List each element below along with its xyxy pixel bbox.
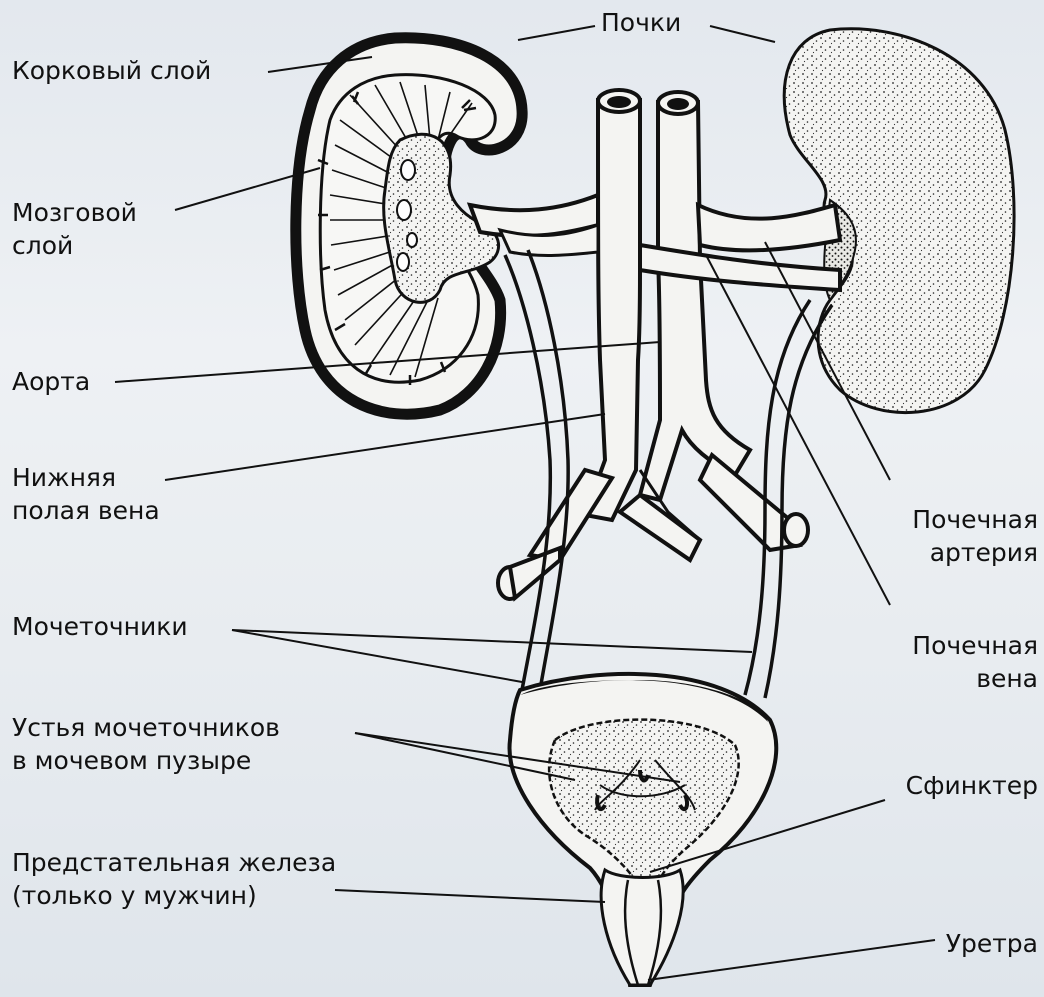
- label-prostate-line1: Предстательная железа: [12, 847, 336, 880]
- label-orifices-line1: Устья мочеточников: [12, 712, 280, 745]
- great-vessels: [498, 90, 808, 599]
- label-ivc: Нижняя полая вена: [12, 462, 160, 527]
- bladder-lining: [549, 720, 739, 890]
- leader-prostate: [335, 890, 605, 902]
- label-medulla: Мозговой слой: [12, 197, 137, 262]
- bladder: [510, 674, 777, 985]
- label-medulla-line1: Мозговой: [12, 197, 137, 230]
- leader-urethra: [648, 940, 935, 980]
- label-renal-artery: Почечная артерия: [912, 504, 1038, 569]
- label-renal-artery-line1: Почечная: [912, 504, 1038, 537]
- aorta: [640, 102, 750, 500]
- label-aorta: Аорта: [12, 366, 90, 399]
- label-renal-artery-line2: артерия: [912, 537, 1038, 570]
- label-cortex: Корковый слой: [12, 55, 211, 88]
- prostate: [601, 870, 683, 985]
- label-kidneys: Почки: [601, 7, 681, 40]
- label-prostate: Предстательная железа (только у мужчин): [12, 847, 336, 912]
- label-renal-vein-line1: Почечная: [912, 630, 1038, 663]
- leader-ureters-1: [232, 630, 522, 682]
- label-orifices-line2: в мочевом пузыре: [12, 745, 280, 778]
- inferior-vena-cava: [585, 100, 640, 520]
- leader-ivc: [165, 414, 605, 480]
- label-renal-vein: Почечная вена: [912, 630, 1038, 695]
- label-renal-vein-line2: вена: [912, 663, 1038, 696]
- label-prostate-line2: (только у мужчин): [12, 880, 336, 913]
- label-ivc-line1: Нижняя: [12, 462, 160, 495]
- leader-ureters-2: [232, 630, 752, 652]
- label-urethra: Уретра: [946, 928, 1038, 961]
- label-medulla-line2: слой: [12, 230, 137, 263]
- label-ivc-line2: полая вена: [12, 495, 160, 528]
- label-ureters: Мочеточники: [12, 611, 188, 644]
- leader-kidneys-left: [518, 26, 595, 40]
- label-sphincter: Сфинктер: [906, 770, 1038, 803]
- leader-kidneys-right: [710, 26, 775, 42]
- label-orifices: Устья мочеточников в мочевом пузыре: [12, 712, 280, 777]
- renal-vessels: [470, 195, 840, 290]
